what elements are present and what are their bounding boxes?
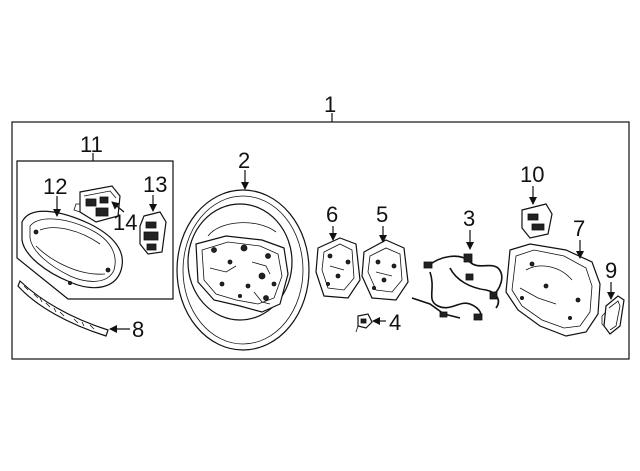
part-5-module [361, 239, 409, 301]
callout-14: 14 [113, 210, 137, 235]
callout-12: 12 [43, 174, 67, 199]
callout-1: 1 [324, 92, 336, 117]
callout-7: 7 [573, 216, 585, 241]
callout-2: 2 [238, 148, 250, 173]
part-13-switch [139, 211, 167, 255]
part-12-trim-bezel [21, 210, 123, 289]
part-6-module [315, 237, 361, 299]
part-3-wiring-harness [411, 253, 503, 321]
callout-8: 8 [132, 317, 144, 342]
callout-11: 11 [80, 132, 103, 157]
callout-13: 13 [143, 172, 167, 197]
part-8-trim-strip [17, 279, 109, 337]
callout-6: 6 [326, 202, 338, 227]
callout-3: 3 [463, 206, 475, 231]
part-14-switch [73, 185, 121, 223]
part-7-rear-cover [505, 243, 601, 337]
callout-9: 9 [605, 258, 617, 283]
callout-5: 5 [376, 202, 388, 227]
part-2-steering-wheel [176, 189, 310, 351]
leader-14 [111, 201, 125, 213]
part-10-bracket [521, 203, 553, 239]
callout-4: 4 [389, 310, 401, 335]
subassembly-11-frame [16, 160, 174, 300]
callout-10: 10 [520, 162, 544, 187]
part-9-paddle [601, 295, 625, 335]
assembly-frame [11, 121, 630, 360]
part-4-connector [355, 313, 373, 333]
